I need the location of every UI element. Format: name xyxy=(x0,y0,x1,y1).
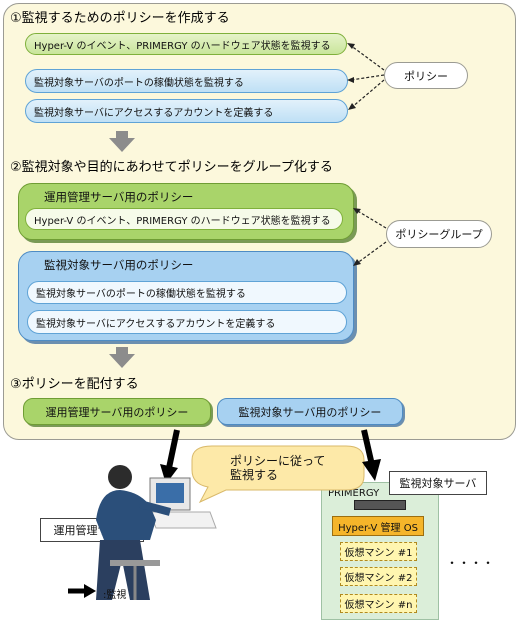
virtual-machine-2: 仮想マシン #2 xyxy=(340,567,417,586)
callout-arrow-5 xyxy=(355,241,387,265)
virtual-machine-n: 仮想マシン #n xyxy=(340,594,417,613)
monitor-arrowhead-target xyxy=(362,459,381,481)
operator-figure xyxy=(96,465,217,600)
callout-arrowhead-3 xyxy=(348,103,356,110)
policy-port-status: 監視対象サーバのポートの稼働状態を監視する xyxy=(25,69,348,93)
monitor-arrow-mgmt xyxy=(166,429,180,469)
distribute-target-policy: 監視対象サーバ用のポリシー xyxy=(217,398,403,425)
step-arrow-1 xyxy=(109,131,135,152)
step-arrow-2 xyxy=(109,347,135,368)
speech-bubble xyxy=(191,445,365,504)
primergy-label: PRIMERGY xyxy=(328,488,380,499)
distribute-mgmt-policy: 運用管理サーバ用のポリシー xyxy=(23,398,211,425)
policy-account-definition: 監視対象サーバにアクセスするアカウントを定義する xyxy=(25,99,348,123)
callout-arrowhead-1 xyxy=(347,43,355,49)
callout-arrowhead-2 xyxy=(347,77,354,83)
hyperv-management-os: Hyper-V 管理 OS xyxy=(332,516,424,536)
group-target-policy-account: 監視対象サーバにアクセスするアカウントを定義する xyxy=(27,310,347,334)
policy-callout: ポリシー xyxy=(384,62,468,89)
monitor-arrow-target xyxy=(361,429,375,466)
group-mgmt-policy-hyperv: Hyper-V のイベント、PRIMERGY のハードウェア状態を監視する xyxy=(25,208,343,230)
more-vms-ellipsis: ・・・・ xyxy=(446,556,495,570)
callout-arrow-2 xyxy=(350,74,385,81)
legend-arrowhead xyxy=(84,584,96,598)
group-target-policy-port: 監視対象サーバのポートの稼働状態を監視する xyxy=(27,281,347,304)
policy-group-callout: ポリシーグループ xyxy=(386,220,492,248)
legend-label: :監視 xyxy=(103,590,127,601)
virtual-machine-1: 仮想マシン #1 xyxy=(340,542,417,561)
speech-line-2: 監視する xyxy=(230,468,279,482)
step3-title: ③ポリシーを配付する xyxy=(10,377,139,392)
policy-group-mgmt-title: 運用管理サーバ用のポリシー xyxy=(44,190,194,204)
callout-arrowhead-5 xyxy=(353,259,361,266)
target-server-label: 監視対象サーバ xyxy=(389,471,487,495)
step2-title: ②監視対象や目的にあわせてポリシーをグループ化する xyxy=(10,160,333,175)
server-hardware-icon xyxy=(354,500,406,510)
policy-hyperv-event: Hyper-V のイベント、PRIMERGY のハードウェア状態を監視する xyxy=(25,33,347,55)
callout-arrow-1 xyxy=(349,44,385,71)
policy-group-target-title: 監視対象サーバ用のポリシー xyxy=(44,258,194,272)
callout-arrowhead-4 xyxy=(353,208,361,214)
callout-arrow-4 xyxy=(355,209,387,229)
speech-line-1: ポリシーに従って xyxy=(230,454,326,468)
callout-arrow-3 xyxy=(350,79,385,109)
speech-text: ポリシーに従って 監視する xyxy=(230,454,325,482)
step1-title: ①監視するためのポリシーを作成する xyxy=(10,11,230,26)
